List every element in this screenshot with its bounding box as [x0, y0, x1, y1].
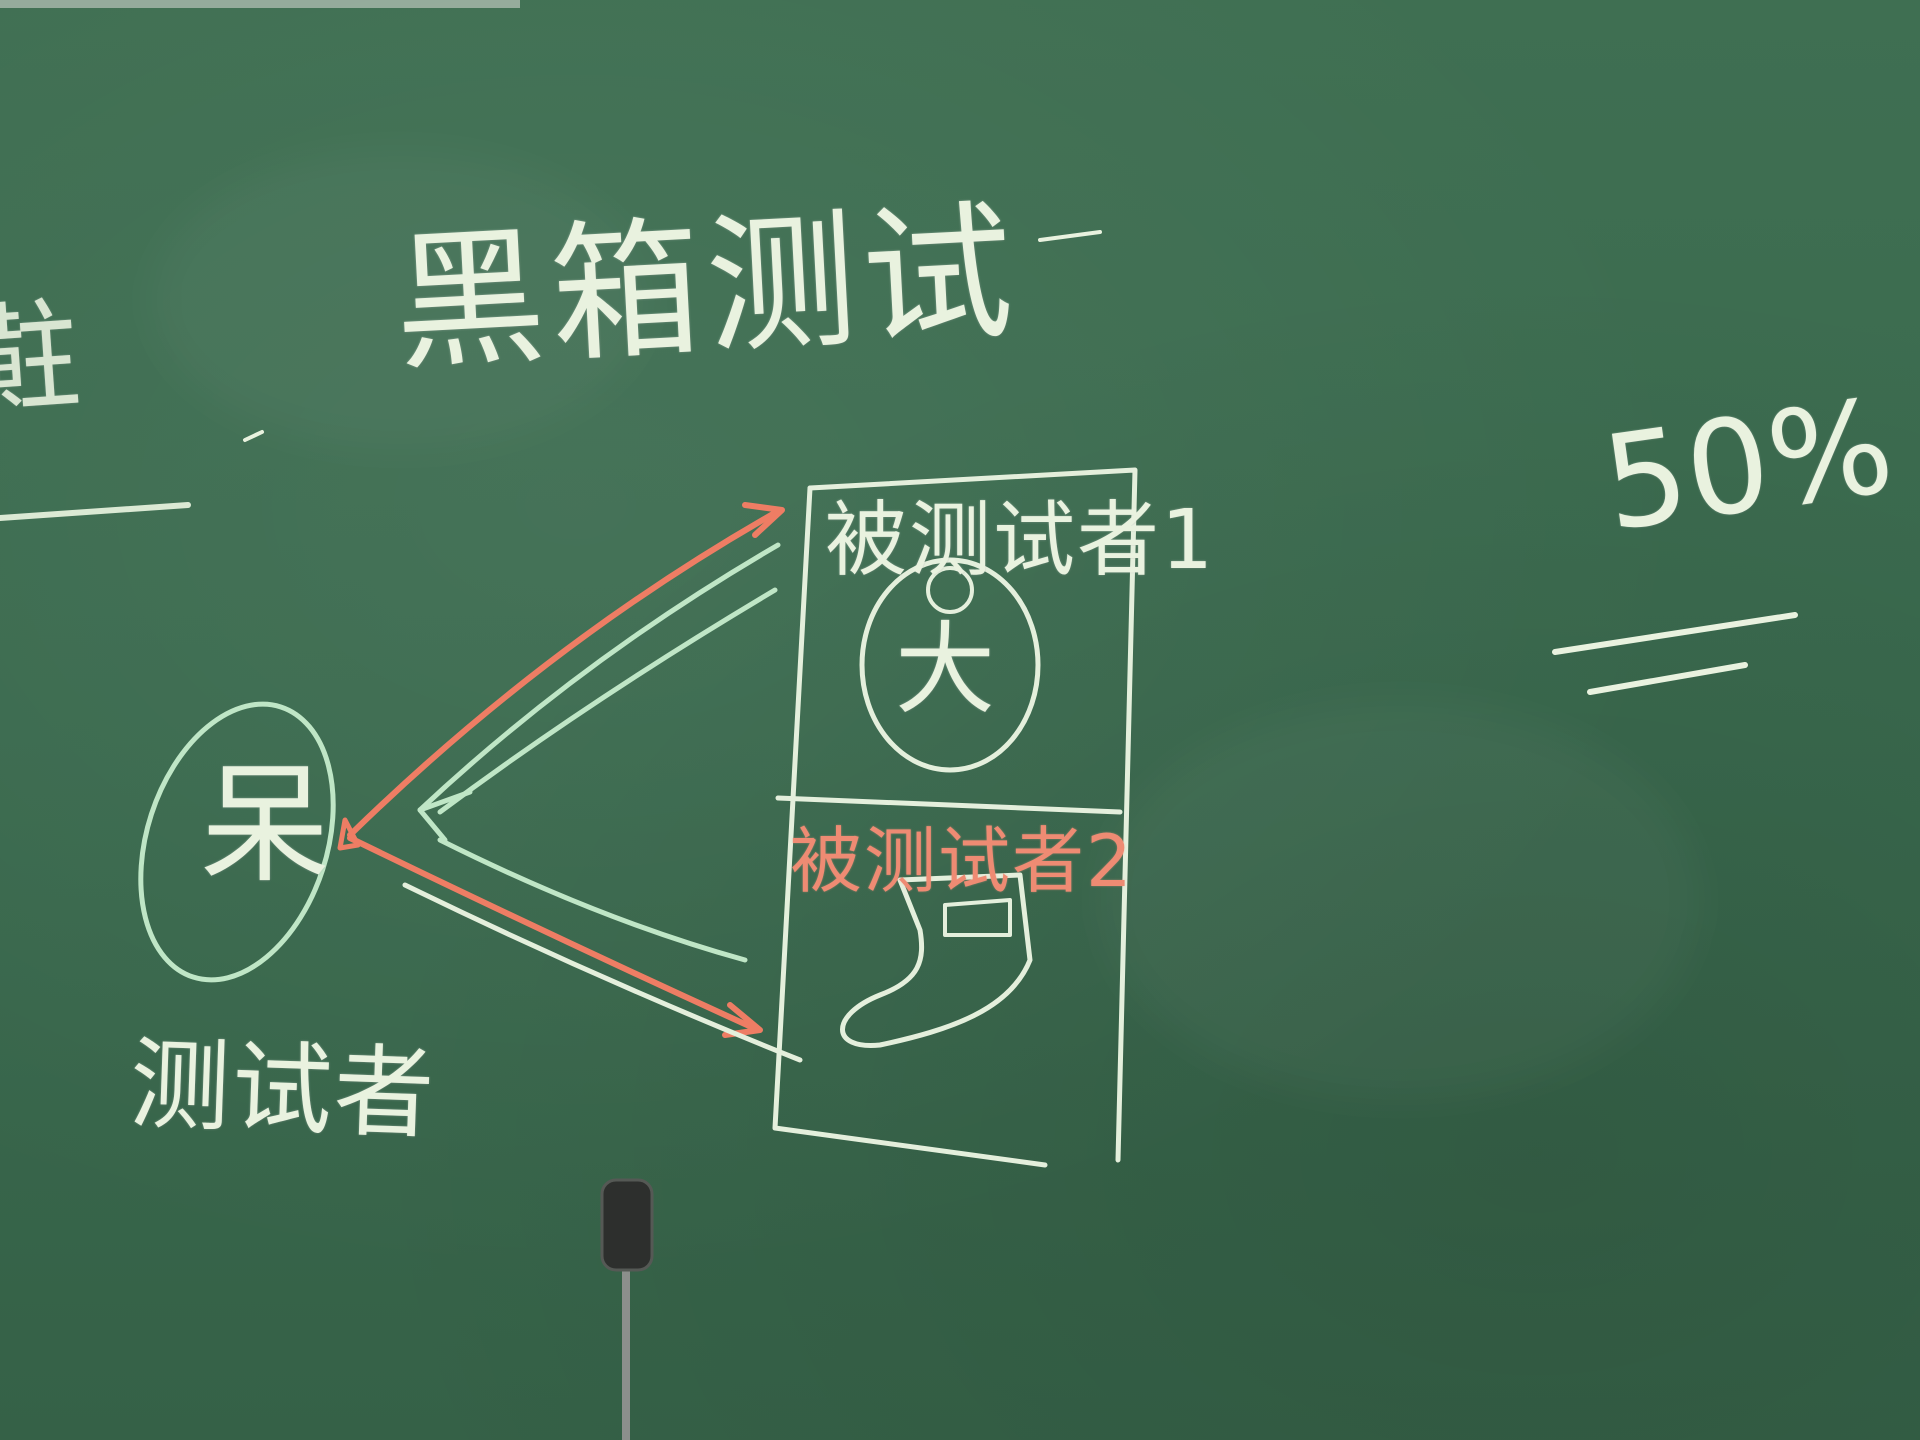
white-return-arrow — [402, 882, 803, 1063]
green-return-arrow-1 — [417, 542, 781, 813]
red-arrow-origin — [337, 817, 361, 851]
tester-inner-char: 呆 — [200, 749, 331, 901]
colon-mark — [243, 430, 264, 442]
tester-circle — [138, 701, 336, 983]
board-title: 黑箱测试 — [390, 185, 1023, 392]
green-arrowhead — [417, 789, 473, 843]
percentage-label: 50% — [1594, 369, 1902, 561]
microphone-head — [600, 1178, 654, 1272]
red-arrow-down — [347, 835, 761, 1033]
title-underline — [0, 502, 191, 521]
green-return-arrow-2 — [437, 587, 778, 815]
subject-box-divider — [775, 795, 1123, 815]
board-frame-edge — [0, 0, 520, 8]
subject-box-right — [807, 467, 1138, 1163]
percent-underline-1 — [1552, 612, 1798, 655]
red-arrow-up — [347, 507, 783, 838]
microphone-stand — [622, 1265, 630, 1440]
subject1-head — [926, 566, 974, 614]
tester-label: 测试者 — [128, 1025, 438, 1154]
subject2-drawing — [840, 872, 1033, 1048]
subject1-circle — [859, 557, 1041, 773]
percent-underline-2 — [1587, 662, 1748, 695]
partial-title-left: 黈 — [0, 285, 85, 434]
red-arrowhead-up — [742, 502, 785, 538]
green-return-arrow-3 — [437, 837, 748, 963]
subject2-drawing-detail — [943, 898, 1012, 937]
subject1-inner-char: 大 — [895, 611, 995, 728]
subject1-label: 被测试者1 — [825, 493, 1216, 588]
subject2-label: 被测试者2 — [790, 819, 1134, 903]
title-tick-mark — [1038, 230, 1102, 242]
subject-box-left — [772, 485, 1048, 1168]
